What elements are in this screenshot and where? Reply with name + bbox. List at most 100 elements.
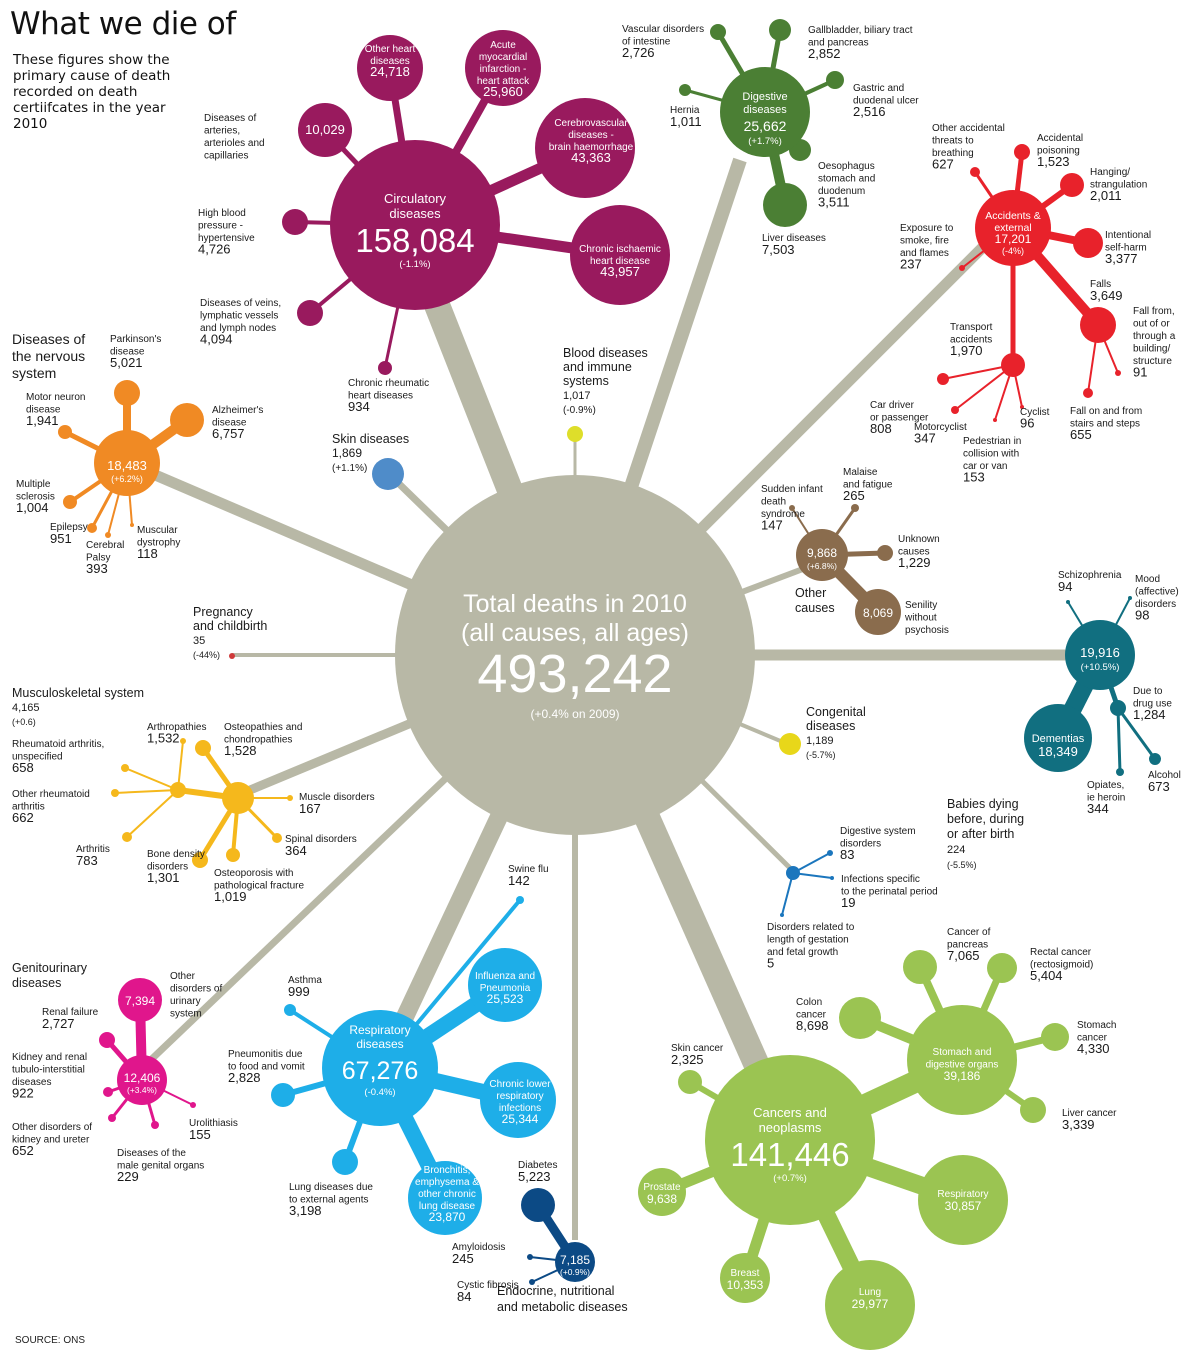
- label-line: (+6.2%): [111, 474, 143, 484]
- genitourinary-subcause-bubble: [190, 1102, 196, 1108]
- label-line: length of gestation: [767, 935, 849, 946]
- label-line: (+0.4% on 2009): [530, 707, 619, 721]
- label-line: Liver cancer: [1062, 1108, 1117, 1119]
- label-line: 658: [12, 760, 34, 775]
- label-line: Osteopathies and: [224, 722, 302, 733]
- label-line: disease: [212, 418, 247, 429]
- perinatal-bubble: [786, 866, 800, 880]
- label-line: Pneumonia: [480, 983, 531, 994]
- circulatory-bubble: [330, 140, 500, 310]
- label-line: Senility: [905, 600, 937, 611]
- label-line: (-5.7%): [806, 750, 836, 760]
- label-line: Cerebral: [86, 540, 124, 551]
- label-line: Diabetes: [518, 1160, 557, 1171]
- label-line: Stomach and: [933, 1047, 992, 1058]
- genitourinary-subcause-bubble: [118, 978, 162, 1022]
- label-line: accidents: [950, 335, 992, 346]
- label-line: diseases: [743, 104, 787, 116]
- label-line: 934: [348, 399, 370, 414]
- genitourinary-subcause-bubble: [151, 1121, 159, 1129]
- label-line: disease: [110, 347, 145, 358]
- label-line: digestive organs: [926, 1060, 999, 1071]
- label-line: Alzheimer's: [212, 405, 263, 416]
- circulatory-subcause-bubble: [570, 205, 670, 305]
- digestive-value: 25,662: [744, 118, 787, 134]
- label-line: diseases: [370, 56, 409, 67]
- label-line: 18,349: [1038, 744, 1078, 759]
- mental-bubble: [1065, 620, 1135, 690]
- genitourinary-bubble: [117, 1055, 167, 1105]
- label-line: (+0.6): [12, 717, 36, 727]
- label-line: Diseases of veins,: [200, 298, 281, 309]
- label-line: Hernia: [670, 105, 700, 116]
- label-line: Babies dying: [947, 797, 1019, 811]
- label-line: Digestive system: [840, 826, 916, 837]
- label-line: Intentional: [1105, 230, 1151, 241]
- bubble-layer: [58, 19, 1161, 1350]
- label-line: Other accidental: [932, 123, 1005, 134]
- label-line: 627: [932, 157, 954, 172]
- label-line: 19,916: [1080, 645, 1120, 660]
- label-line: 393: [86, 561, 108, 576]
- nervous-value: 18,483: [107, 458, 147, 473]
- label-line: Respiratory: [349, 1023, 410, 1037]
- label-line: 8,069: [863, 606, 893, 620]
- label-line: 951: [50, 531, 72, 546]
- endocrine-value: 7,185: [560, 1253, 590, 1267]
- label-line: 673: [1148, 779, 1170, 794]
- label-line: 25,523: [487, 992, 524, 1006]
- label-line: 4,330: [1077, 1041, 1110, 1056]
- label-line: system: [170, 1009, 202, 1020]
- genitourinary-change: (+3.4%): [127, 1085, 157, 1095]
- respiratory-subcause-bubble: [271, 1083, 295, 1107]
- label-line: Falls: [1090, 279, 1111, 290]
- page-title: What we die of: [10, 6, 236, 42]
- label-line: Osteoporosis with: [214, 868, 293, 879]
- endocrine-change: (+0.9%): [560, 1267, 590, 1277]
- label-line: brain haemorrhage: [549, 142, 634, 153]
- label-line: Diseases of: [204, 113, 256, 124]
- label-line: Schizophrenia: [1058, 570, 1122, 581]
- genitourinary-kidney-label: Kidney and renaltubulo-interstitialdisea…: [12, 1052, 87, 1101]
- label-line: pancreas: [947, 940, 988, 951]
- digestive-subcause-bubble: [710, 24, 726, 40]
- endocrine-subcause-bubble: [529, 1279, 535, 1285]
- label-line: and metabolic diseases: [497, 1300, 628, 1314]
- label-line: 1,523: [1037, 154, 1070, 169]
- label-line: 83: [840, 847, 854, 862]
- label-line: 35: [193, 635, 205, 647]
- label-line: (+1.1%): [332, 463, 367, 474]
- blood-bubble: [567, 426, 583, 442]
- label-line: 9,868: [807, 546, 837, 560]
- other-subcause-bubble: [855, 589, 901, 635]
- label-line: Vascular disorders: [622, 24, 704, 35]
- label-line: 4,094: [200, 332, 233, 347]
- mental-change: (+10.5%): [1081, 662, 1120, 673]
- label-line: 30,857: [945, 1199, 982, 1213]
- label-line: lung disease: [419, 1201, 476, 1212]
- label-line: 245: [452, 1251, 474, 1266]
- transport-subcause-bubble: [951, 406, 959, 414]
- perinatal-subcause-bubble: [780, 913, 784, 917]
- label-line: arthritis: [12, 802, 45, 813]
- label-line: dystrophy: [137, 538, 180, 549]
- digestive-subcause-bubble: [763, 183, 807, 227]
- label-line: Hanging/: [1090, 167, 1130, 178]
- label-line: disorders: [840, 839, 881, 850]
